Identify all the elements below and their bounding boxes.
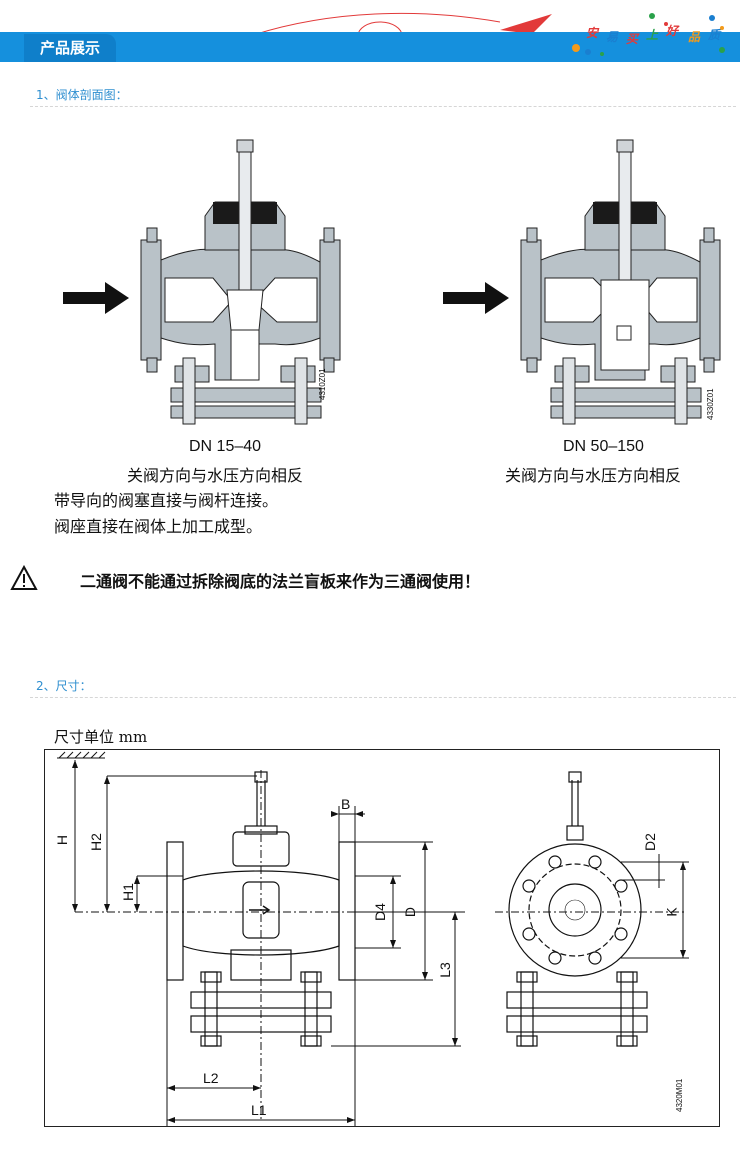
slogan-char: 上: [646, 28, 659, 42]
valve-section-dn50-150: [443, 139, 721, 425]
confetti-decoration: [572, 13, 725, 56]
dim-label-K: K: [663, 907, 680, 917]
slogan-char: 好: [666, 24, 679, 38]
divider: [30, 106, 736, 107]
section-label-dimensions: 2、尺寸：: [36, 679, 92, 693]
flow-arrow-icon: [63, 282, 129, 314]
caption-dn-left: DN 15–40: [189, 438, 262, 455]
dim-label-L2: L2: [203, 1070, 219, 1086]
slogan-char: 买: [626, 32, 639, 46]
dim-label-H2: H2: [87, 833, 104, 851]
caption-direction-right: 关阀方向与水压方向相反: [505, 466, 682, 485]
dim-label-D2: D2: [641, 833, 658, 851]
caption-dn-right: DN 50–150: [563, 438, 644, 455]
drawing-code: 4320M01: [675, 1078, 684, 1112]
flow-arrow-icon: [443, 282, 509, 314]
page-title: 产品展示: [24, 34, 117, 62]
slogan-char: 易: [606, 30, 619, 44]
valve-section-dn15-40: [63, 139, 341, 425]
warning-text: 二通阀不能通过拆除阀底的法兰盲板来作为三通阀使用！: [80, 572, 481, 591]
dim-label-L3: L3: [436, 962, 453, 978]
dimension-drawing-frame: H H2 H1 B D4 D L3 L2 L1 D2 K 4320M01: [44, 749, 720, 1127]
dim-label-B: B: [341, 796, 351, 812]
section-label-cross-section: 1、阀体剖面图：: [36, 88, 128, 102]
warning-triangle-icon: [10, 565, 38, 590]
figure-code: 4330Z01: [706, 388, 715, 420]
divider: [30, 697, 736, 698]
slogan-char: 品: [688, 30, 701, 44]
slogan-char: 安: [586, 26, 599, 40]
dim-label-H1: H1: [119, 883, 136, 901]
caption-seat-note: 阀座直接在阀体上加工成型。: [54, 517, 263, 536]
dimension-drawing: [57, 751, 689, 1126]
header-banner: 产品展示 安 易 买 上 好 品 质: [0, 0, 740, 66]
dim-label-L1: L1: [251, 1102, 267, 1118]
figure-code: 4310Z01: [318, 368, 327, 400]
dim-label-D: D: [402, 906, 419, 918]
caption-direction-left: 关阀方向与水压方向相反: [127, 466, 304, 485]
banner-bar: [0, 32, 740, 62]
unit-label: 尺寸单位 mm: [54, 728, 148, 746]
dim-label-D4: D4: [371, 903, 388, 921]
dim-label-H: H: [54, 834, 71, 846]
slogan-char: 质: [708, 28, 721, 42]
caption-plug-note: 带导向的阀塞直接与阀杆连接。: [54, 491, 279, 510]
